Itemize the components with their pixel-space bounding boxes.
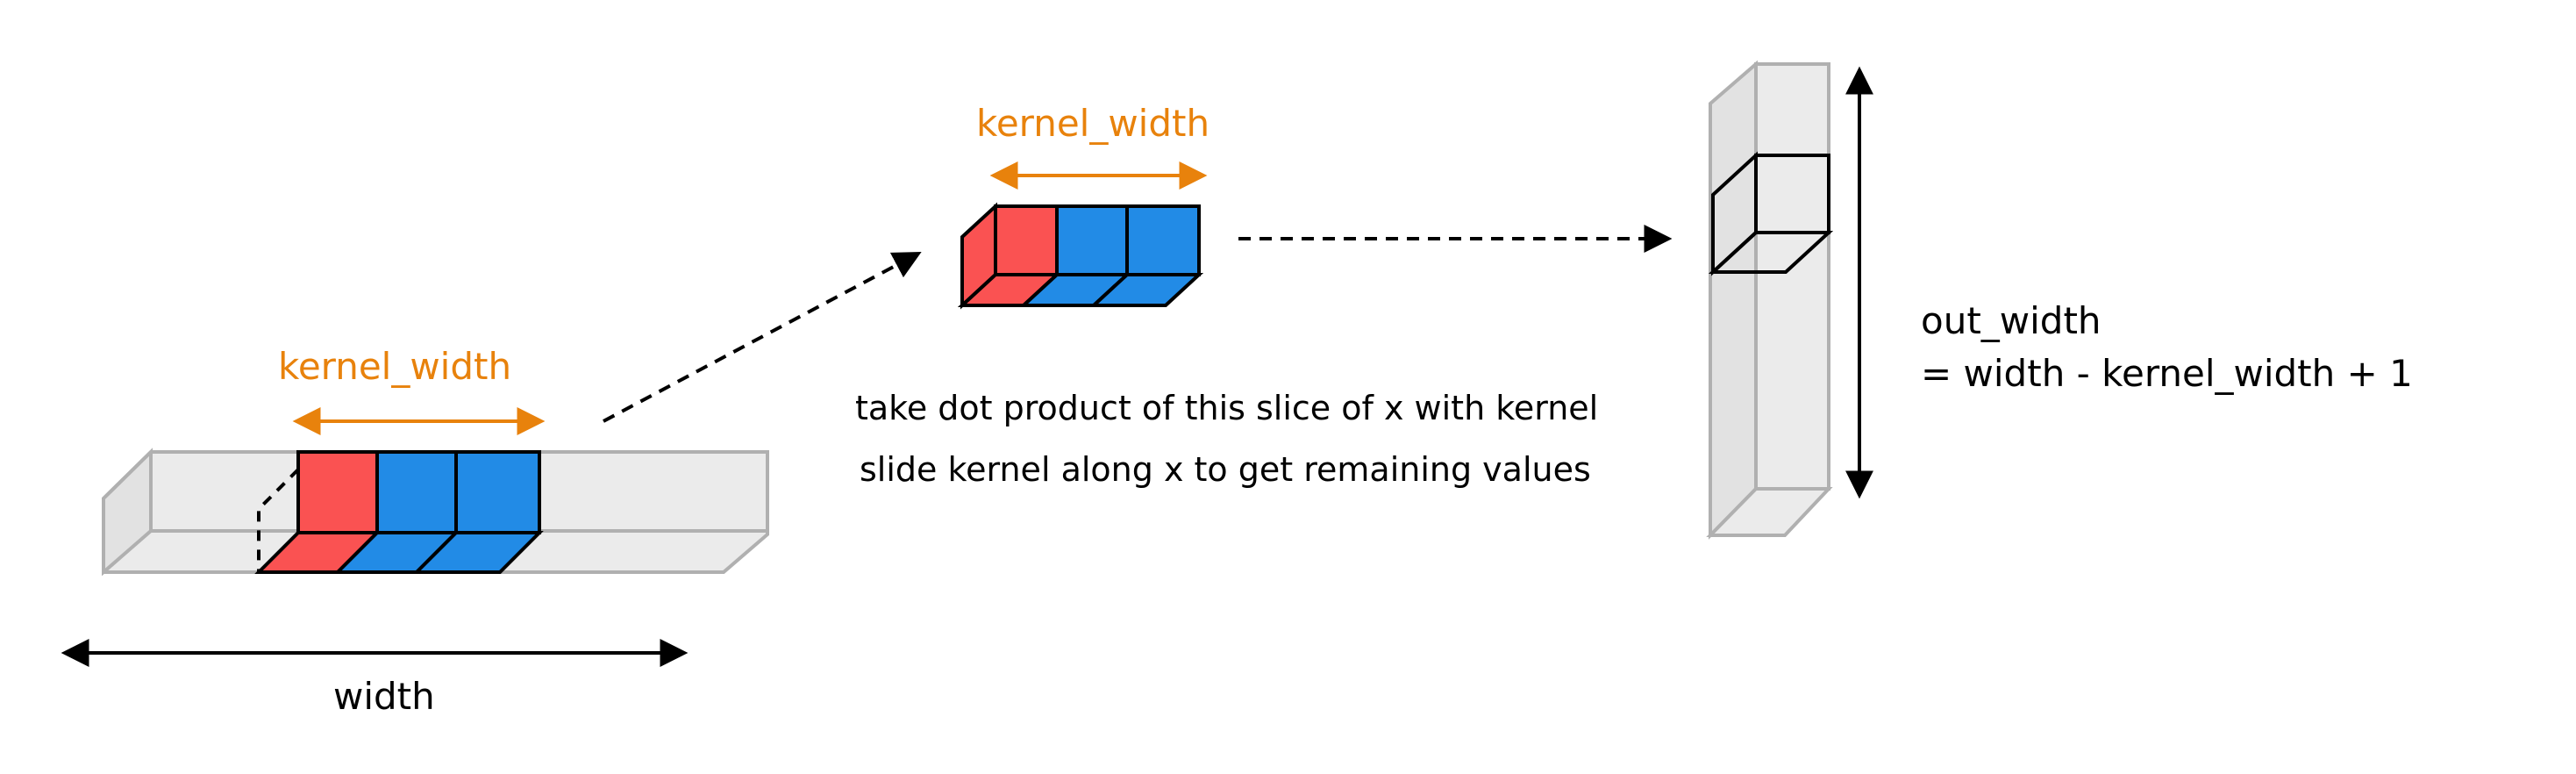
kernel-cell-blue-1 (1055, 204, 1129, 276)
kernel-width-label-top: kernel_width (976, 102, 1210, 145)
slice-hidden-edge (257, 468, 300, 572)
slice-cell-blue-2 (454, 450, 541, 534)
output-cell (1708, 151, 1834, 276)
output-tensor-front (1754, 62, 1830, 491)
kernel-cell-blue-2 (1125, 204, 1201, 276)
kernel (957, 202, 1204, 310)
out-width-label-1: out_width (1921, 299, 2101, 342)
input-slice (254, 450, 544, 574)
slice-bottom-blue-2 (412, 531, 544, 574)
kernel-width-label-bottom: kernel_width (278, 345, 511, 388)
slice-cell-blue-1 (375, 450, 458, 534)
kernel-cell-red (994, 204, 1059, 276)
output-tensor-side (1709, 60, 1758, 540)
kernel-bottom-blue-2 (1088, 273, 1204, 307)
slice-cell-red (296, 450, 379, 534)
output-cell-bottom (1708, 231, 1834, 274)
out-width-label-2: = width - kernel_width + 1 (1921, 352, 2413, 395)
output-tensor (1706, 60, 1833, 540)
width-label: width (333, 675, 435, 718)
note-line-2: slide kernel along x to get remaining va… (860, 450, 1591, 489)
output-tensor-bottom (1706, 487, 1833, 537)
note-line-1: take dot product of this slice of x with… (855, 389, 1598, 427)
dashed-arrow-icon (603, 251, 922, 423)
